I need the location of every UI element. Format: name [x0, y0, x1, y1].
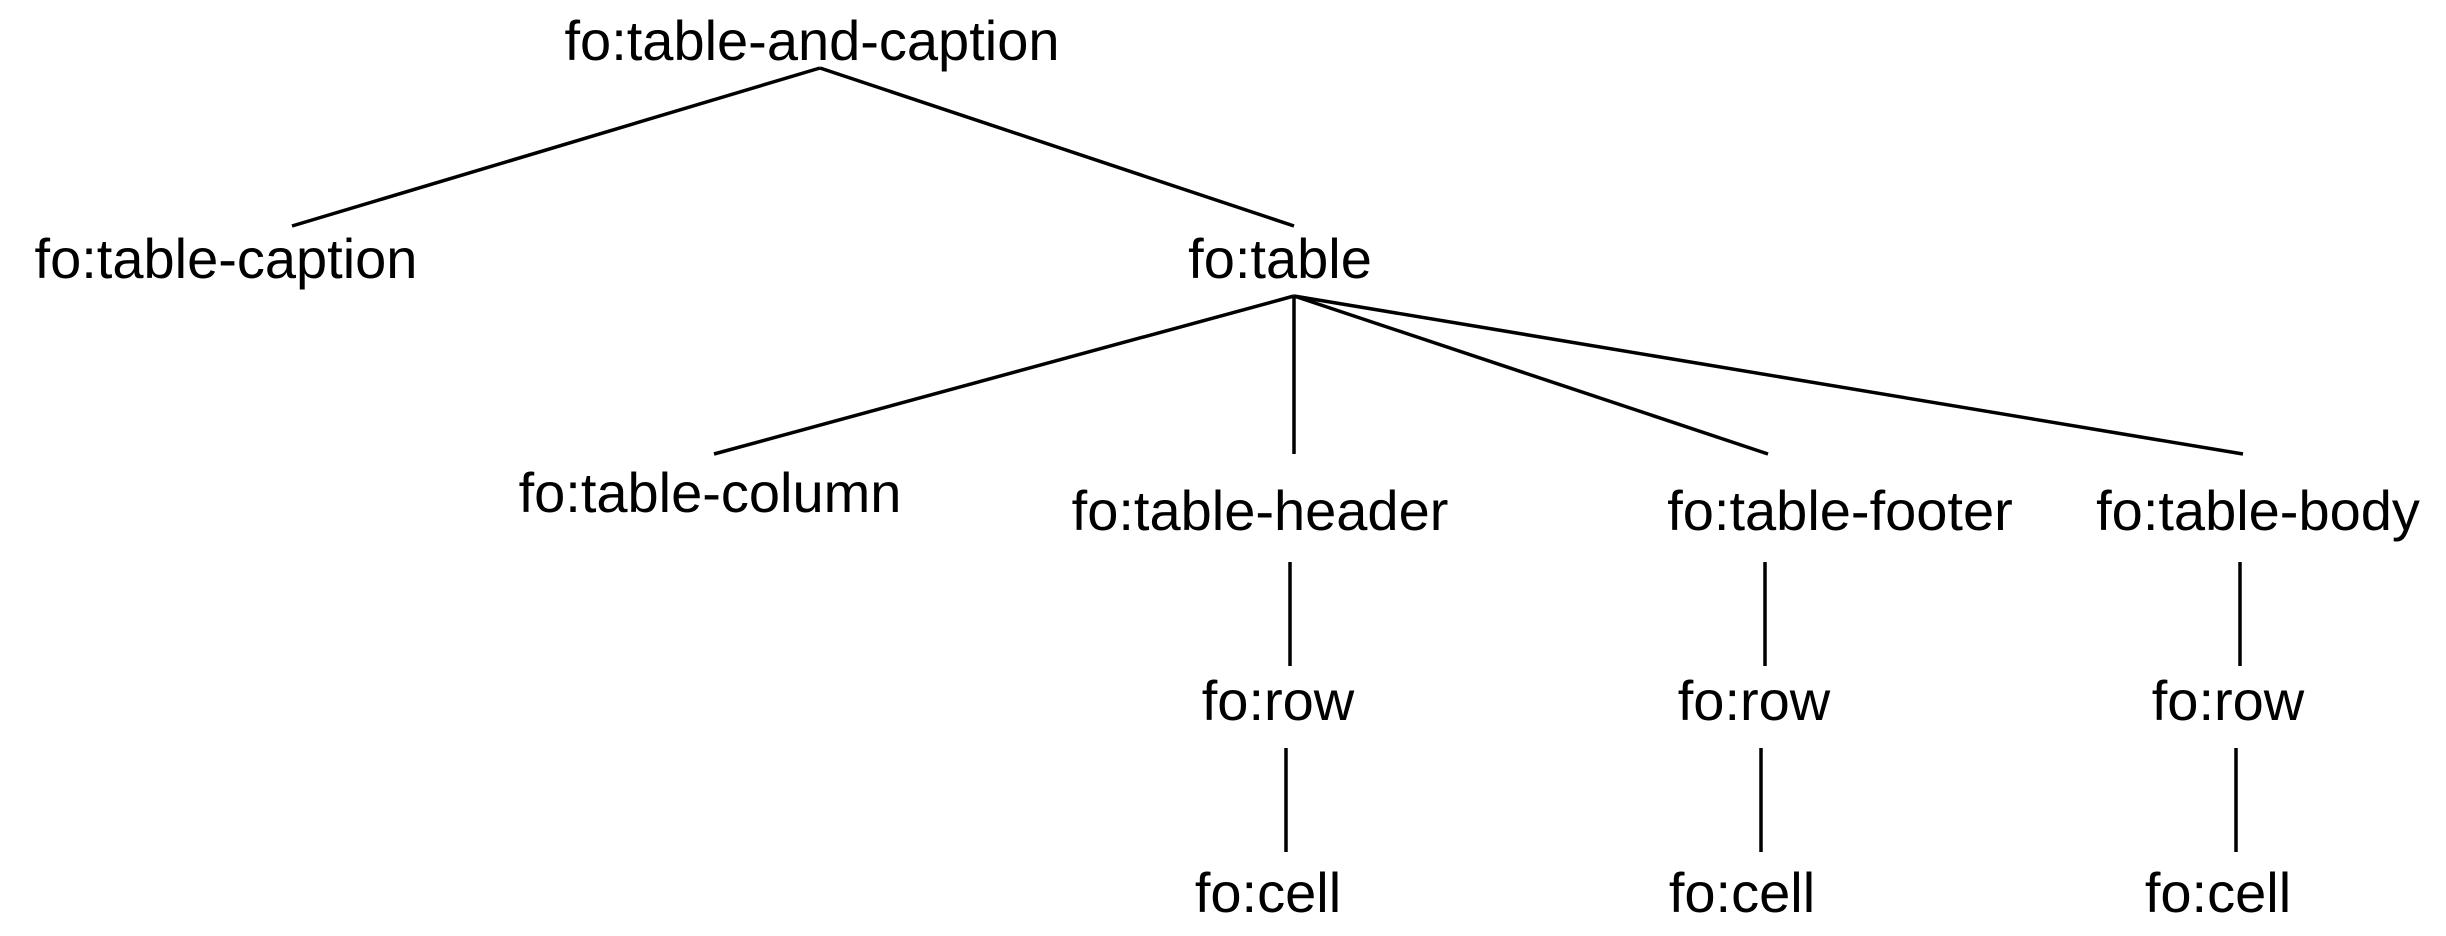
node-table: fo:table [1188, 227, 1372, 290]
node-body-row: fo:row [2152, 669, 2305, 732]
node-table-header: fo:table-header [1072, 479, 1449, 542]
node-table-and-caption: fo:table-and-caption [564, 9, 1059, 72]
edge-table-to-table-body [1293, 294, 2244, 456]
node-body-cell: fo:cell [2145, 861, 2291, 924]
node-footer-row: fo:row [1678, 669, 1831, 732]
nodes: fo:table-and-caption fo:table-caption fo… [35, 9, 2420, 924]
node-table-body: fo:table-body [2096, 479, 2420, 542]
node-table-footer: fo:table-footer [1667, 479, 2013, 542]
edge-table-to-table-footer [1293, 294, 1769, 456]
edges [291, 66, 2244, 852]
node-footer-cell: fo:cell [1669, 861, 1815, 924]
edge-table-to-table-column [713, 294, 1295, 456]
node-table-caption: fo:table-caption [35, 227, 418, 290]
node-header-cell: fo:cell [1195, 861, 1341, 924]
edge-table-and-caption-to-table [819, 66, 1295, 228]
node-header-row: fo:row [1202, 669, 1355, 732]
node-table-column: fo:table-column [519, 461, 902, 524]
edge-table-and-caption-to-table-caption [291, 66, 821, 228]
